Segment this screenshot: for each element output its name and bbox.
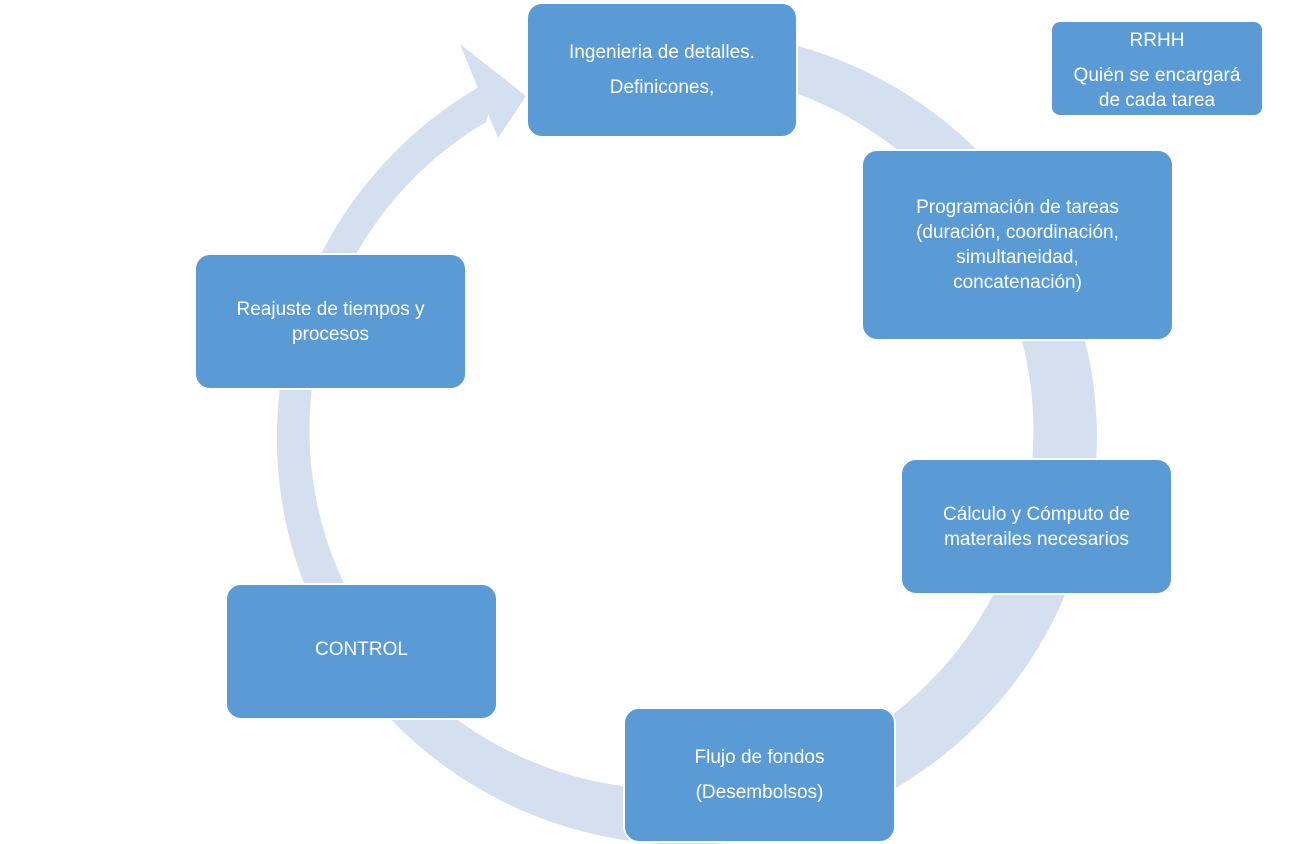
rrhh-note-line-2: de cada tarea [1098,90,1216,111]
node-task-scheduling-line-2: (duración, coordinación, [916,222,1119,243]
rrhh-note: RRHH Quién se encargará de cada tarea [1050,20,1264,117]
node-task-scheduling-line-1: Programación de tareas [916,197,1119,218]
node-cash-flow-line-2: (Desembolsos) [695,782,824,803]
node-readjustment-line-2: procesos [291,323,370,345]
node-readjustment-line-1: Reajuste de tiempos y [236,298,425,320]
node-cash-flow-line-1: Flujo de fondos [694,747,825,768]
node-task-scheduling-line-3: simultaneidad, [956,247,1079,268]
node-cash-flow: Flujo de fondos (Desembolsos) [623,707,896,843]
node-task-scheduling-line-4: concatenación) [953,272,1082,293]
cycle-arrow-head [460,44,526,138]
node-materials-calculation: Cálculo y Cómputo de materailes necesari… [900,458,1173,595]
node-control-line-1: CONTROL [315,639,408,660]
node-control: CONTROL [225,583,498,720]
node-materials-calculation-line-2: materailes necesarios [944,528,1129,550]
node-detail-engineering-line-1: Ingenieria de detalles. [569,42,755,63]
node-detail-engineering-line-2: Definicones, [609,77,715,98]
node-materials-calculation-line-1: Cálculo y Cómputo de [943,503,1130,525]
node-task-scheduling: Programación de tareas (duración, coordi… [861,149,1174,341]
rrhh-note-title: RRHH [1129,30,1185,51]
node-detail-engineering: Ingenieria de detalles. Definicones, [526,2,798,138]
node-readjustment: Reajuste de tiempos y procesos [194,253,467,390]
rrhh-note-line-1: Quién se encargará [1073,65,1241,86]
